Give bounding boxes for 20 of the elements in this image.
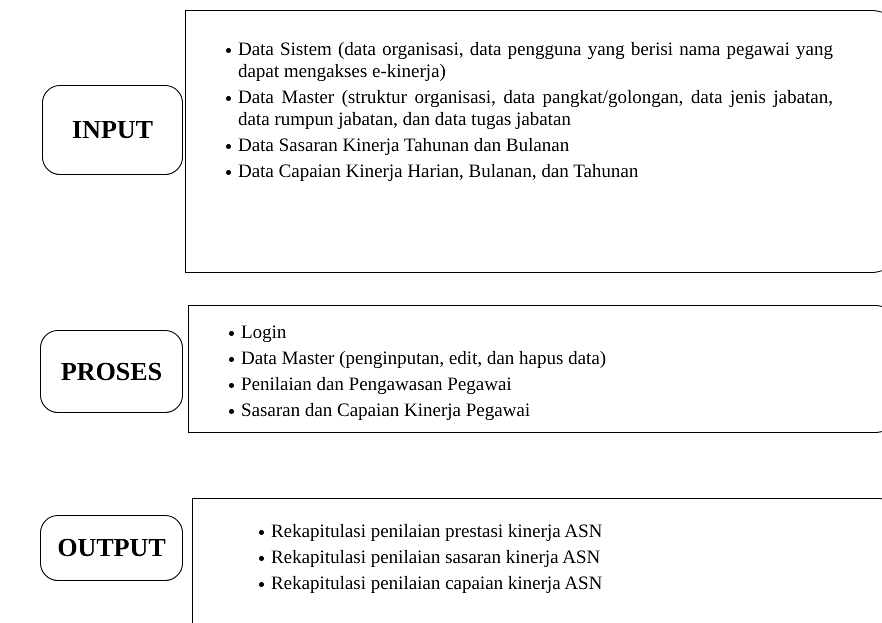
bullet-item: Data Master (penginputan, edit, dan hapus data) (241, 348, 608, 370)
bullet-item: Penilaian dan Pengawasan Pegawai (241, 374, 513, 396)
stage-label-box (40, 330, 183, 413)
content-panel (192, 498, 882, 623)
bullet-item: Login (241, 322, 288, 344)
stage-label-box (40, 515, 183, 581)
stage-label: OUTPUT (57, 533, 166, 563)
stage-label: INPUT (72, 115, 153, 145)
bullet-item: Data Sistem (data organisasi, data pengguna yang berisi nama pegawai yang dapat mengakses e-kinerja) (238, 39, 833, 83)
stage-label-box (42, 85, 183, 175)
stage-label: PROSES (60, 356, 162, 386)
bullet-item: Rekapitulasi penilaian capaian kinerja ASN (271, 573, 604, 595)
bullet-item: Rekapitulasi penilaian sasaran kinerja ASN (271, 547, 602, 569)
content-panel (185, 10, 882, 273)
bullet-item: Data Sasaran Kinerja Tahunan dan Bulanan (238, 135, 570, 157)
bullet-item: Data Master (struktur organisasi, data pangkat/golongan, data jenis jabatan, data rumpun jabatan, dan data tugas jabatan (238, 87, 833, 131)
content-panel (188, 305, 882, 433)
bullet-item: Rekapitulasi penilaian prestasi kinerja ASN (271, 521, 604, 543)
bullet-item: Data Capaian Kinerja Harian, Bulanan, dan Tahunan (238, 161, 640, 183)
bullet-item: Sasaran dan Capaian Kinerja Pegawai (241, 400, 532, 422)
